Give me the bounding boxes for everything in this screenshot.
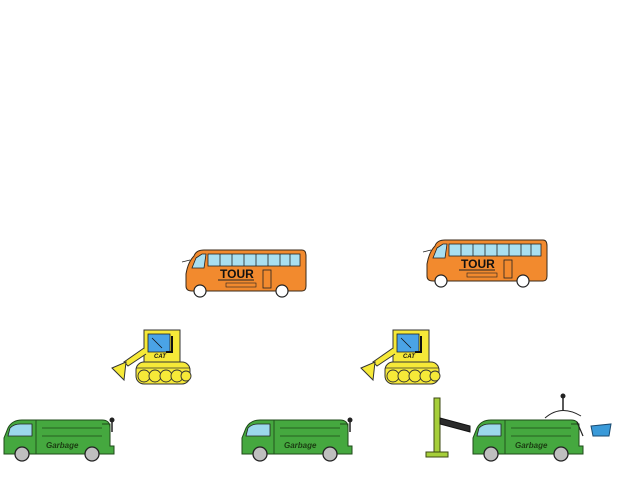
truck-wheel-rear [553,446,569,462]
truck-window [7,423,33,437]
bulldozer[interactable]: CAT [108,328,194,386]
garbage-truck-loader-icon: Garbage [472,393,612,462]
truck-wheel-rear [84,446,100,462]
barrier-post [433,397,441,455]
truck-wheel-rear [322,446,338,462]
bus-wheel-rear [275,284,289,298]
tour-bus-icon: TOUR [422,239,548,288]
bulldozer[interactable]: CAT [357,328,443,386]
truck-garbage-label: Garbage [46,441,79,450]
bulldozer-icon: CAT [111,329,192,385]
garbage-truck-icon: Garbage [3,417,115,462]
dozer-window [396,333,420,353]
bus-wheel-front [434,274,448,288]
bus-windshield [432,243,448,259]
dozer-blade [111,361,127,382]
barrier-arm [439,417,471,433]
truck-wheel-front [483,446,499,462]
bus-windshield [191,253,207,269]
garbage-truck-icon: Garbage [241,417,353,462]
bus-tour-label: TOUR [461,257,495,271]
dozer-blade [360,361,376,382]
garbage-truck[interactable]: Garbage [240,414,358,464]
bus-door [503,259,513,279]
barrier-gate-icon [425,397,471,458]
truck-wheel-front [252,446,268,462]
dozer-window [147,333,171,353]
truck-window [476,423,502,437]
loader-arm-arc [544,410,582,419]
dozer-cat-label: CAT [154,354,167,360]
tour-bus[interactable]: TOUR [422,236,549,290]
dozer-cat-label: CAT [403,354,416,360]
loader-scoop [590,423,612,437]
barrier-gate[interactable] [424,396,474,460]
bus-wheel-front [193,284,207,298]
truck-garbage-label: Garbage [284,441,317,450]
garbage-truck-loader[interactable]: Garbage [471,392,613,464]
bus-window-strip [448,243,542,257]
truck-window [245,423,271,437]
tour-bus[interactable]: TOUR [181,246,308,300]
truck-wheel-front [14,446,30,462]
bus-wheel-rear [516,274,530,288]
truck-garbage-label: Garbage [515,441,548,450]
garbage-truck[interactable]: Garbage [2,414,120,464]
bus-tour-label: TOUR [220,267,254,281]
bus-door [262,269,272,289]
tour-bus-icon: TOUR [181,249,307,298]
barrier-base [425,451,449,458]
bulldozer-icon: CAT [360,329,441,385]
bus-window-strip [207,253,301,267]
